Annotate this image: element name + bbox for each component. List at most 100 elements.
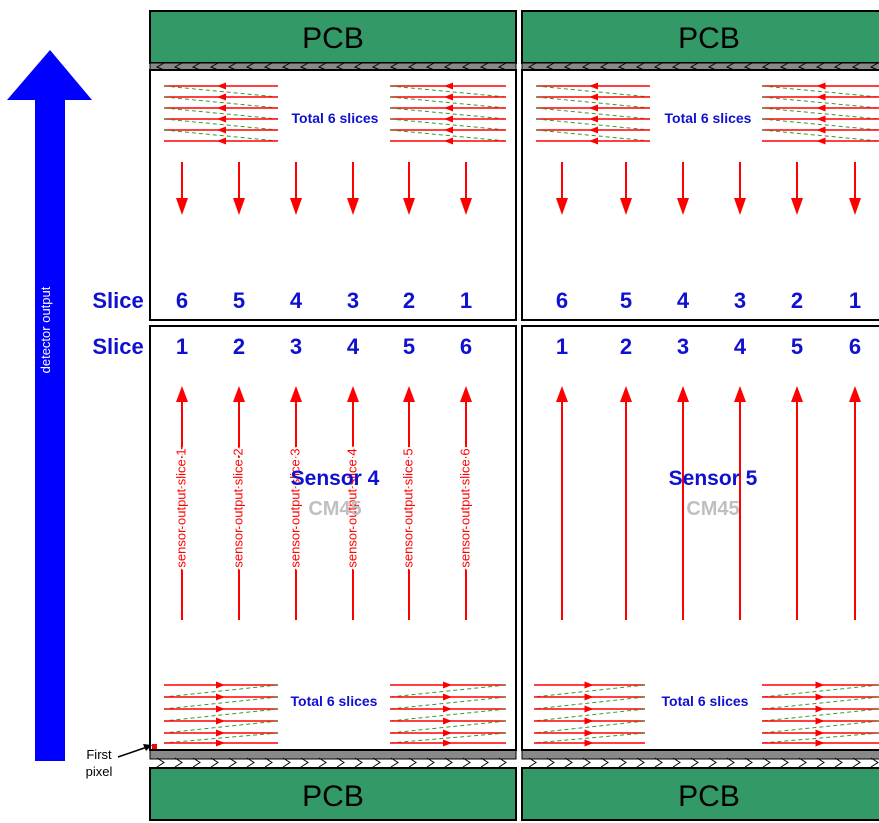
wire-bond-chevron: [498, 757, 507, 768]
slice-number-top: 2: [791, 288, 803, 313]
readout-arrowhead: [815, 717, 825, 725]
readout-arrowhead: [217, 82, 226, 90]
readout-arrowhead: [216, 717, 225, 725]
pcb-label: PCB: [678, 22, 740, 55]
slice-number-top: 1: [849, 288, 861, 313]
sensor-output-label: sensor output slice 6: [457, 448, 472, 567]
upward-readout-arrows: sensor output slice 1 sensor output slice…: [171, 386, 861, 620]
first-pixel-label-line1: First: [86, 747, 112, 762]
readout-arrowhead: [216, 729, 225, 737]
readout-arrowhead: [816, 93, 826, 101]
bond-strip-bottom-left: [149, 749, 517, 760]
bond-strip-top-right: [521, 62, 879, 71]
return-line: [533, 696, 646, 710]
pcb-label: PCB: [678, 780, 740, 813]
wire-bond-chevron: [426, 757, 435, 768]
return-line: [163, 720, 279, 734]
up-arrow-head: [556, 386, 568, 402]
return-line: [163, 684, 279, 698]
readout-arrowhead: [815, 729, 825, 737]
up-arrow-head: [290, 386, 302, 402]
down-arrow-head: [620, 198, 632, 215]
up-arrow-head: [233, 386, 245, 402]
down-arrow-head: [460, 198, 472, 215]
up-arrow-head: [620, 386, 632, 402]
slice-number-top: 3: [734, 288, 746, 313]
readout-arrowhead: [816, 82, 826, 90]
up-arrow-head: [347, 386, 359, 402]
sensor-name-right: Sensor 5: [669, 467, 758, 490]
down-arrow-head: [849, 198, 861, 215]
return-line: [163, 696, 279, 710]
readout-arrowhead: [816, 104, 826, 112]
readout-arrowhead: [216, 693, 225, 701]
slice-number-bottom: 1: [556, 334, 568, 359]
down-arrow-head: [556, 198, 568, 215]
slice-number-top: 5: [233, 288, 245, 313]
return-line: [761, 684, 879, 698]
wire-bond-chevrons: [155, 62, 879, 768]
readout-arrowhead: [589, 82, 598, 90]
return-line: [535, 107, 651, 120]
readout-arrowhead: [444, 104, 453, 112]
return-line: [389, 129, 507, 142]
return-line: [761, 85, 879, 98]
sensor-type-left: CM45: [308, 498, 361, 520]
wire-bond-chevron: [210, 757, 219, 768]
slice-number-bottom: 5: [403, 334, 415, 359]
down-arrow-head: [791, 198, 803, 215]
wire-bond-chevron: [744, 757, 753, 768]
readout-arrowhead: [816, 126, 826, 134]
wire-bond-chevron: [852, 757, 861, 768]
slice-number-top: 5: [620, 288, 632, 313]
up-arrow-head: [460, 386, 472, 402]
wire-bond-chevron: [336, 757, 345, 768]
first-pixel-pointer-head: [143, 744, 152, 751]
readout-arrowhead: [443, 705, 452, 713]
wire-bond-chevron: [246, 757, 255, 768]
return-line: [533, 720, 646, 734]
wire-bond-chevron: [264, 757, 273, 768]
wire-bond-chevron: [618, 757, 627, 768]
readout-arrowhead: [443, 681, 452, 689]
pcb-bottom-right: PCB: [521, 767, 879, 821]
return-line: [389, 118, 507, 131]
readout-arrowhead: [584, 693, 594, 701]
pcb-top-right: PCB: [521, 10, 879, 64]
wire-bond-chevron: [408, 757, 417, 768]
downward-readout-arrows: [176, 162, 861, 215]
detector-output-arrow: [7, 50, 92, 761]
down-arrow-head: [347, 198, 359, 215]
pcb-label: PCB: [302, 780, 364, 813]
readout-arrowhead: [589, 104, 598, 112]
wire-bond-chevron: [600, 757, 609, 768]
slice-number-bottom: 4: [347, 334, 360, 359]
total-slices-label-bottom-right: Total 6 slices: [662, 693, 749, 709]
slice-number-top: 1: [460, 288, 472, 313]
pcb-top-left: PCB: [149, 10, 517, 64]
sensor-frame-top-left: [149, 69, 517, 321]
return-line: [163, 732, 279, 744]
slice-row-label-bottom: Slice: [92, 334, 143, 359]
sensor-output-label: sensor output slice 1: [173, 448, 188, 567]
wire-bond-chevron: [798, 757, 807, 768]
sensor-output-label: sensor output slice 5: [400, 448, 415, 567]
readout-arrowhead: [217, 115, 226, 123]
return-line: [533, 732, 646, 744]
readout-arrowhead: [815, 739, 825, 747]
wire-bond-chevron: [708, 757, 717, 768]
slice-number-bottom: 6: [460, 334, 472, 359]
slice-number-bottom: 4: [734, 334, 747, 359]
slice-number-top: 4: [290, 288, 303, 313]
readout-arrowhead: [216, 681, 225, 689]
slice-number-top: 3: [347, 288, 359, 313]
up-arrow-head: [791, 386, 803, 402]
total-slices-label-top-left: Total 6 slices: [292, 110, 379, 126]
wire-bond-chevron: [636, 757, 645, 768]
sensor-output-label: sensor output slice 2: [230, 448, 245, 567]
readout-arrowhead: [584, 729, 594, 737]
up-arrow-head: [403, 386, 415, 402]
slice-number-bottom: 5: [791, 334, 803, 359]
sensor-frame-bottom-left: [149, 325, 517, 751]
return-line: [389, 732, 507, 744]
